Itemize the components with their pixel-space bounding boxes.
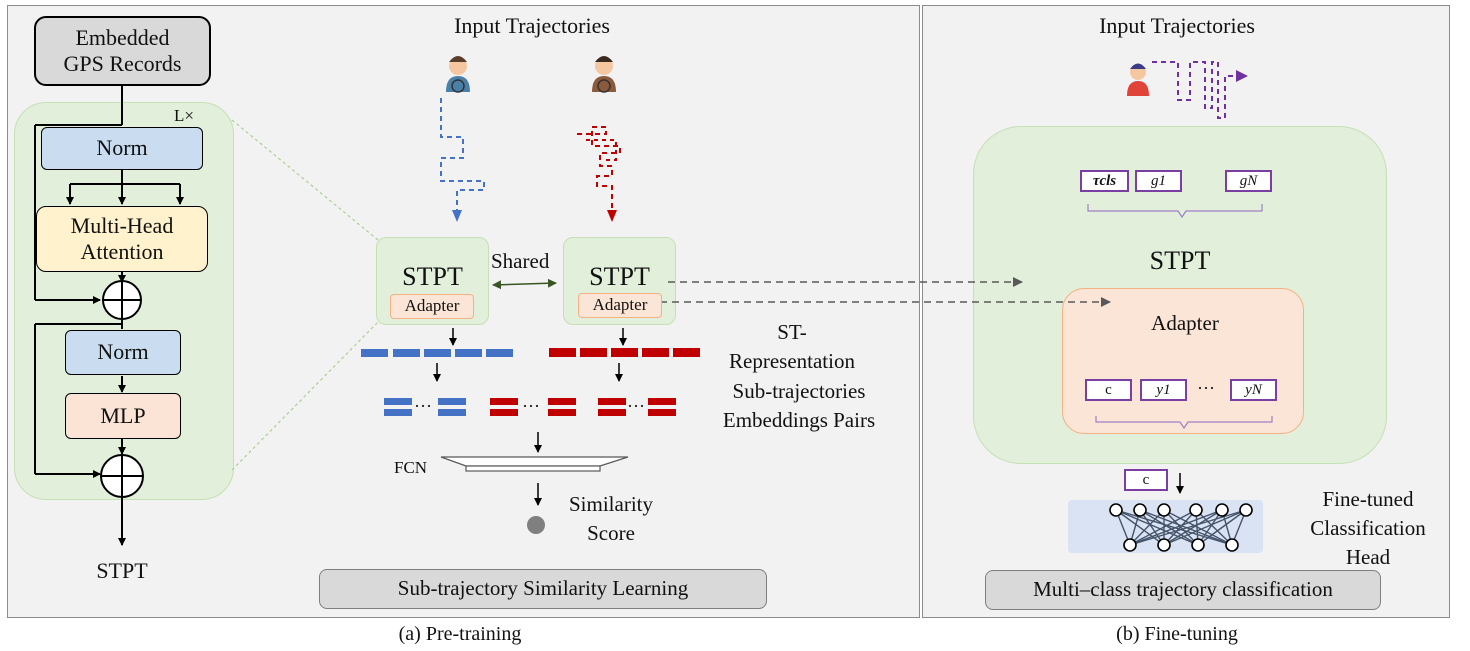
head-line3: Head bbox=[1345, 545, 1391, 569]
embedded-line1: Embedded bbox=[75, 24, 170, 50]
shared-label: Shared bbox=[491, 249, 550, 273]
similarity-line1: Similarity bbox=[569, 492, 653, 516]
token-gN: gN bbox=[1225, 170, 1272, 192]
st-repr-line2: Representation bbox=[729, 349, 855, 373]
head-line2: Classification bbox=[1310, 516, 1426, 540]
token-c: c bbox=[1085, 379, 1132, 401]
token-y1: y1 bbox=[1140, 379, 1187, 401]
pretrain-input-title: Input Trajectories bbox=[454, 13, 610, 38]
subtraj-line2: Embeddings Pairs bbox=[722, 408, 876, 432]
adapter-block bbox=[1062, 288, 1304, 434]
token-cls-text: τcls bbox=[1092, 172, 1117, 189]
layer-repeat-label: L× bbox=[174, 106, 194, 125]
st-repr-line1: ST- bbox=[777, 320, 807, 344]
adapter-right-box: Adapter bbox=[578, 293, 662, 318]
finetune-footer-box: Multi–class trajectory classification bbox=[985, 570, 1381, 610]
adapter-left-box: Adapter bbox=[390, 294, 474, 319]
token-y1-text: y1 bbox=[1156, 381, 1171, 398]
token-gN-text: gN bbox=[1239, 172, 1258, 189]
head-line1: Fine-tuned bbox=[1322, 487, 1414, 511]
similarity-score-label: Similarity Score bbox=[556, 490, 666, 548]
stpt-left-label: STPT bbox=[402, 262, 463, 291]
token-cls: τcls bbox=[1080, 170, 1129, 192]
norm-box-1: Norm bbox=[41, 127, 203, 170]
pretrain-caption: (a) Pre-training bbox=[398, 623, 522, 645]
embedded-gps-records-box: Embedded GPS Records bbox=[34, 16, 211, 86]
token-g1: g1 bbox=[1135, 170, 1182, 192]
mha-line2: Attention bbox=[80, 239, 164, 264]
mlp-box: MLP bbox=[65, 393, 181, 439]
finetune-caption: (b) Fine-tuning bbox=[1116, 623, 1238, 645]
token-yN-text: yN bbox=[1245, 381, 1262, 398]
embedded-line2: GPS Records bbox=[63, 51, 182, 76]
ellipsis-red: ··· bbox=[522, 396, 540, 416]
fcn-label: FCN bbox=[394, 458, 428, 477]
st-representation-label: ST- Representation bbox=[712, 318, 872, 376]
token-g1-text: g1 bbox=[1151, 172, 1166, 189]
finetune-stpt-label: STPT bbox=[1149, 246, 1211, 275]
encoder-output-label: STPT bbox=[96, 558, 148, 583]
head-input-token: c bbox=[1124, 469, 1168, 491]
pretrain-footer-box: Sub-trajectory Similarity Learning bbox=[319, 569, 767, 609]
mha-line1: Multi-Head bbox=[70, 212, 174, 238]
ellipsis-red-2: ··· bbox=[627, 396, 645, 416]
multi-head-attention-box: Multi-Head Attention bbox=[36, 206, 208, 272]
similarity-line2: Score bbox=[587, 521, 635, 545]
subtrajectory-pairs-label: Sub-trajectories Embeddings Pairs bbox=[706, 377, 892, 435]
norm-box-2: Norm bbox=[65, 330, 181, 375]
classification-head-block bbox=[1068, 500, 1263, 553]
token-dots: ··· bbox=[1197, 378, 1215, 398]
subtraj-line1: Sub-trajectories bbox=[732, 379, 866, 403]
ellipsis-blue: ··· bbox=[414, 396, 432, 416]
finetune-adapter-label: Adapter bbox=[1151, 311, 1219, 335]
token-yN: yN bbox=[1230, 379, 1277, 401]
finetune-input-title: Input Trajectories bbox=[1099, 13, 1255, 38]
stpt-right-label: STPT bbox=[589, 262, 650, 291]
classification-head-label: Fine-tuned Classification Head bbox=[1293, 485, 1443, 572]
